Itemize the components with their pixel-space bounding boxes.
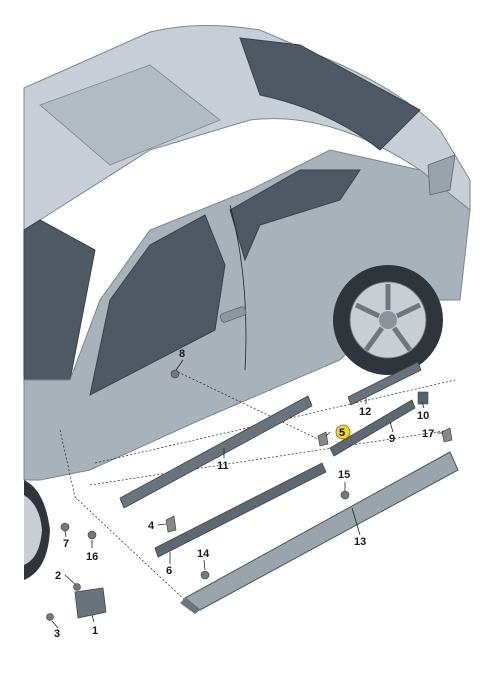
callout-5: 5 — [339, 427, 345, 439]
callout-7: 7 — [63, 538, 69, 550]
callout-13: 13 — [354, 536, 366, 548]
part-17-clip — [441, 427, 453, 443]
car-body — [23, 24, 471, 580]
part-1-end-cap[interactable] — [74, 587, 107, 619]
callout-4: 4 — [148, 520, 155, 532]
part-16-clip — [87, 530, 97, 540]
part-8-screw — [170, 369, 180, 379]
part-13-sill-panel[interactable] — [180, 451, 459, 614]
part-6-lower-trim[interactable] — [154, 462, 327, 558]
callout-15: 15 — [338, 469, 350, 481]
part-12-rear-trim-upper[interactable] — [347, 361, 422, 406]
part-5-clip — [317, 431, 329, 447]
part-11-door-trim[interactable] — [119, 395, 313, 509]
callout-12: 12 — [359, 406, 371, 418]
leader-lines — [51, 359, 443, 629]
callout-9: 9 — [389, 433, 395, 445]
callout-8: 8 — [179, 348, 185, 360]
part-2-clip — [73, 583, 81, 591]
callout-11: 11 — [217, 460, 229, 472]
part-14-clip — [200, 570, 210, 580]
callout-1: 1 — [92, 625, 98, 637]
part-4-clip — [165, 515, 177, 533]
callout-3: 3 — [54, 628, 60, 640]
part-10-cap[interactable] — [417, 391, 429, 405]
callout-16: 16 — [86, 551, 98, 563]
callout-17: 17 — [422, 428, 434, 440]
callout-2: 2 — [55, 570, 61, 582]
callout-10: 10 — [417, 410, 429, 422]
part-15-clip — [340, 490, 350, 500]
callout-14: 14 — [197, 548, 210, 560]
callout-6: 6 — [166, 565, 172, 577]
callout-labels: 1 2 3 4 5 6 7 8 9 10 11 12 13 14 15 16 1… — [54, 348, 434, 640]
part-3-screw — [46, 613, 54, 621]
part-7-clip — [60, 522, 70, 532]
highlight-marker — [335, 424, 351, 440]
part-9-rear-trim[interactable] — [329, 399, 416, 457]
